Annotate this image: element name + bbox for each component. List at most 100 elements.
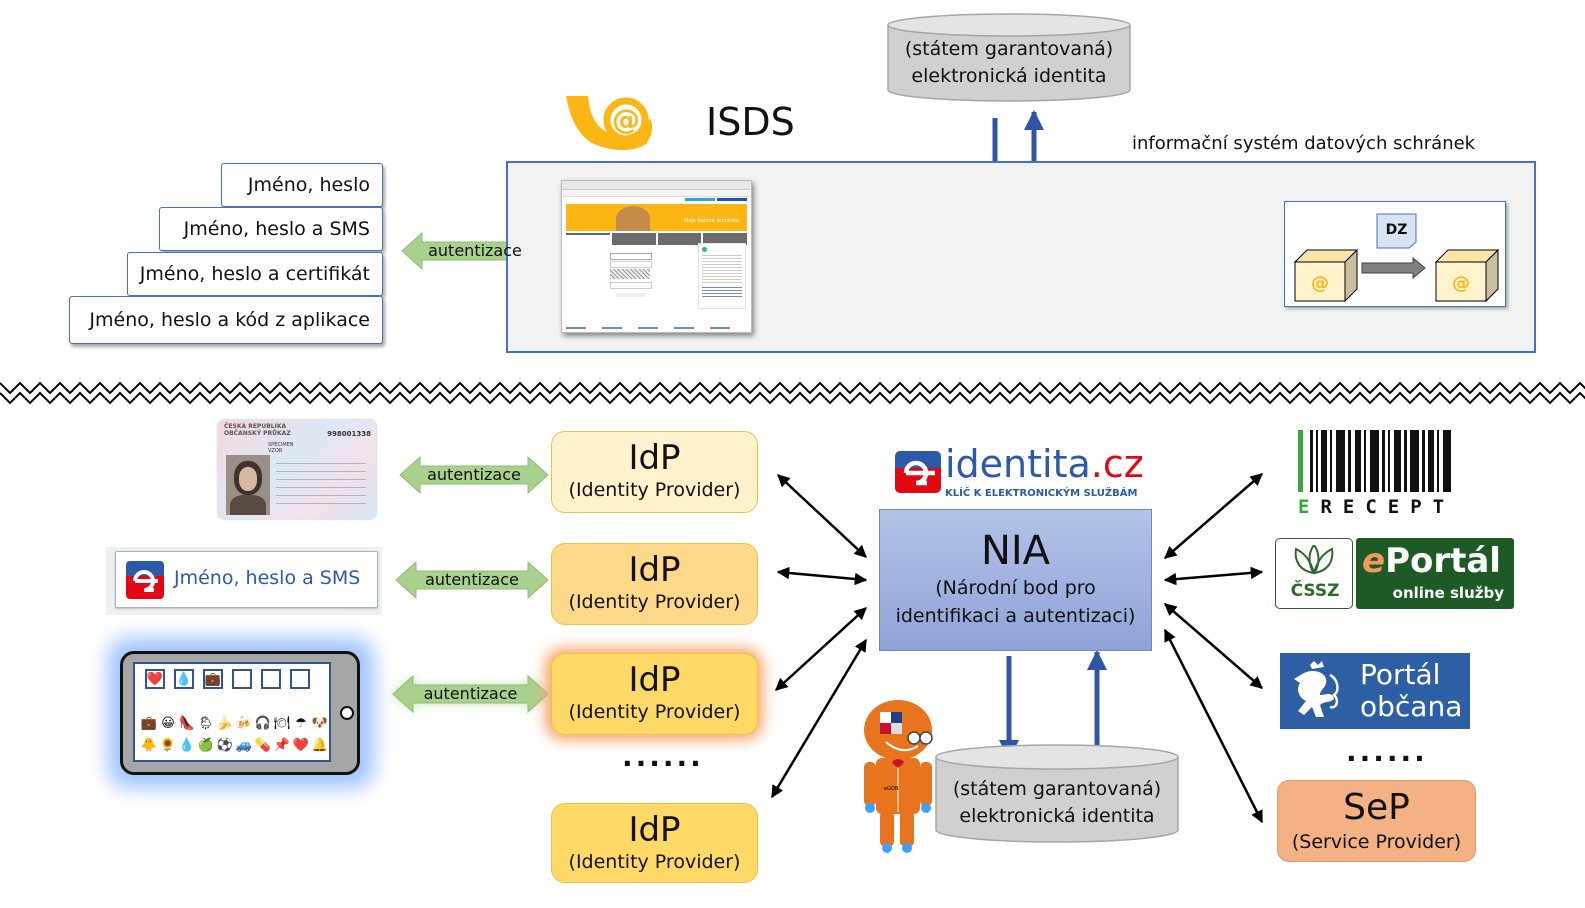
idp-subtitle: (Identity Provider) bbox=[568, 851, 741, 873]
cssz-logo: ČSSZ bbox=[1275, 538, 1353, 609]
idp-title: IdP bbox=[628, 438, 681, 478]
emoji-option[interactable]: ⚽ bbox=[216, 738, 234, 753]
eidentita-logo-icon bbox=[126, 561, 164, 599]
id-card-given-name: VZOR bbox=[268, 448, 283, 454]
idp-title: IdP bbox=[628, 810, 681, 850]
barcode-bar bbox=[1321, 430, 1327, 492]
eidentita-login-button[interactable]: Jméno, heslo a SMS bbox=[115, 551, 378, 608]
nia-subtitle-line2: identifikaci a autentizaci) bbox=[895, 605, 1136, 627]
idp-ellipsis: ...... bbox=[622, 740, 704, 773]
nia-box: NIA (Národní bod pro identifikaci a aute… bbox=[879, 509, 1152, 651]
auth-method-app-code[interactable]: Jméno, heslo a kód z aplikace bbox=[69, 296, 383, 344]
emoji-option[interactable]: 👠 bbox=[178, 716, 196, 731]
auth-method-certificate[interactable]: Jméno, heslo a certifikát bbox=[127, 252, 383, 296]
emoji-option[interactable]: 📌 bbox=[273, 738, 291, 753]
portal-obcana-line1: Portál bbox=[1360, 658, 1441, 691]
eportal-subtitle: online služby bbox=[1392, 584, 1504, 602]
emoji-option[interactable]: 🍏 bbox=[197, 738, 215, 753]
sep-box: SeP (Service Provider) bbox=[1277, 780, 1476, 862]
mailbox-transfer-illustration: @ @ bbox=[1293, 213, 1500, 303]
auth-arrow-top-label: autentizace bbox=[428, 241, 522, 260]
emoji-slot[interactable]: 💧 bbox=[174, 669, 194, 689]
emoji-option[interactable]: 🍌 bbox=[216, 716, 234, 731]
isds-description: informační systém datových schránek bbox=[1132, 133, 1476, 154]
eidentita-tagline: KLÍČ K ELEKTRONICKÝM SLUŽBÁM bbox=[945, 488, 1138, 499]
svg-text:@: @ bbox=[1311, 273, 1329, 294]
phone-home-button bbox=[340, 706, 354, 720]
zigzag-line-2 bbox=[0, 391, 1585, 405]
isds-logo: @ bbox=[562, 92, 662, 152]
emoji-option[interactable]: 😀 bbox=[161, 716, 175, 731]
emoji-option[interactable]: ❤️ bbox=[292, 738, 310, 753]
auth-arrow-3-label: autentizace bbox=[423, 684, 518, 703]
idp-box-2: IdP (Identity Provider) bbox=[551, 543, 758, 625]
emoji-option[interactable]: 💊 bbox=[254, 738, 272, 753]
emoji-option[interactable]: 🍻 bbox=[235, 716, 253, 731]
eportal-e: e bbox=[1362, 541, 1386, 581]
arrow-idp4-nia bbox=[770, 638, 868, 799]
id-card-surname: SPECIMEN bbox=[268, 442, 294, 448]
barcode-bar bbox=[1330, 430, 1332, 492]
identity-db-line1: (státem garantovaná) bbox=[904, 38, 1114, 60]
emoji-option[interactable]: 💼 bbox=[140, 716, 158, 731]
auth-method-name-password[interactable]: Jméno, heslo bbox=[221, 163, 383, 207]
barcode-bar bbox=[1316, 430, 1318, 492]
barcode-bar bbox=[1298, 430, 1303, 492]
emoji-selected-slots: ❤️ 💧 💼 bbox=[145, 669, 310, 689]
barcode-bar bbox=[1394, 430, 1401, 492]
emoji-option[interactable]: ☂ bbox=[295, 716, 307, 731]
arrow-idp3-nia bbox=[775, 607, 867, 691]
emoji-option[interactable]: 🐥 bbox=[140, 738, 158, 753]
emoji-slot[interactable]: 💼 bbox=[203, 669, 223, 689]
auth-arrow-1 bbox=[399, 455, 549, 495]
idp-box-3: IdP (Identity Provider) bbox=[551, 653, 758, 735]
idp-box-4: IdP (Identity Provider) bbox=[551, 803, 758, 883]
auth-arrow-2-label: autentizace bbox=[425, 570, 519, 589]
identity-db-line2: elektronická identita bbox=[911, 65, 1107, 87]
arrow-nia-sep bbox=[1163, 628, 1264, 824]
emoji-option[interactable]: 🌻 bbox=[159, 738, 177, 753]
emoji-option[interactable]: 🎧 bbox=[254, 716, 272, 731]
emoji-slot[interactable]: ❤️ bbox=[145, 669, 165, 689]
screenshot-banner-text: Moje datová schránka bbox=[684, 218, 739, 224]
identity-db-cylinder-top bbox=[887, 13, 1131, 102]
idp-title: IdP bbox=[628, 660, 681, 700]
barcode-bar bbox=[1364, 430, 1366, 492]
phone-device: ❤️💧💼 💼😀👠🌦🍌🍻🎧🍽☂🐶 🐥🌻💧🍏⚽🚙💊📌❤️🔔 bbox=[120, 651, 360, 775]
phone-screen: ❤️💧💼 💼😀👠🌦🍌🍻🎧🍽☂🐶 🐥🌻💧🍏⚽🚙💊📌❤️🔔 bbox=[133, 662, 331, 762]
emoji-slot[interactable] bbox=[290, 669, 310, 689]
arrow-nia-portal-obcana bbox=[1164, 603, 1263, 689]
emoji-option[interactable]: 🔔 bbox=[311, 738, 329, 753]
identity-db-line1: (státem garantovaná) bbox=[952, 778, 1162, 800]
emoji-slot[interactable] bbox=[232, 669, 252, 689]
mascot-label: eGON bbox=[884, 786, 899, 792]
auth-method-sms[interactable]: Jméno, heslo a SMS bbox=[159, 207, 383, 251]
emoji-option[interactable]: 🍽 bbox=[273, 716, 291, 731]
emoji-option[interactable]: 💧 bbox=[178, 738, 196, 753]
auth-arrow-3 bbox=[392, 674, 549, 714]
barcode-bar bbox=[1310, 430, 1313, 492]
egon-mascot: eGON bbox=[858, 698, 936, 854]
cssz-abbr: ČSSZ bbox=[1290, 581, 1340, 601]
barcode-bar bbox=[1410, 430, 1419, 492]
emoji-option[interactable]: 🐶 bbox=[311, 716, 329, 731]
sep-title: SeP bbox=[1343, 787, 1410, 828]
eidentita-key-icon bbox=[895, 451, 941, 493]
emoji-option[interactable]: 🌦 bbox=[197, 716, 215, 731]
barcode-bar bbox=[1388, 430, 1390, 492]
barcode-bar bbox=[1422, 430, 1425, 492]
portal-obcana-line2: občana bbox=[1360, 690, 1463, 723]
auth-arrow-2 bbox=[395, 560, 549, 600]
emoji-slot[interactable] bbox=[261, 669, 281, 689]
erecept-rest: RECEPT bbox=[1320, 496, 1456, 518]
idp-title: IdP bbox=[628, 550, 681, 590]
barcode-bar bbox=[1443, 430, 1451, 492]
barcode-bar bbox=[1428, 430, 1434, 492]
services-ellipsis: ...... bbox=[1346, 735, 1428, 768]
barcode-bar bbox=[1437, 430, 1439, 492]
emoji-option[interactable]: 🚙 bbox=[235, 738, 253, 753]
identity-db-cylinder-bottom bbox=[935, 744, 1179, 843]
barcode-bar bbox=[1336, 430, 1345, 492]
arrow-idp1-nia bbox=[777, 474, 867, 558]
barcode-bar bbox=[1355, 430, 1361, 492]
